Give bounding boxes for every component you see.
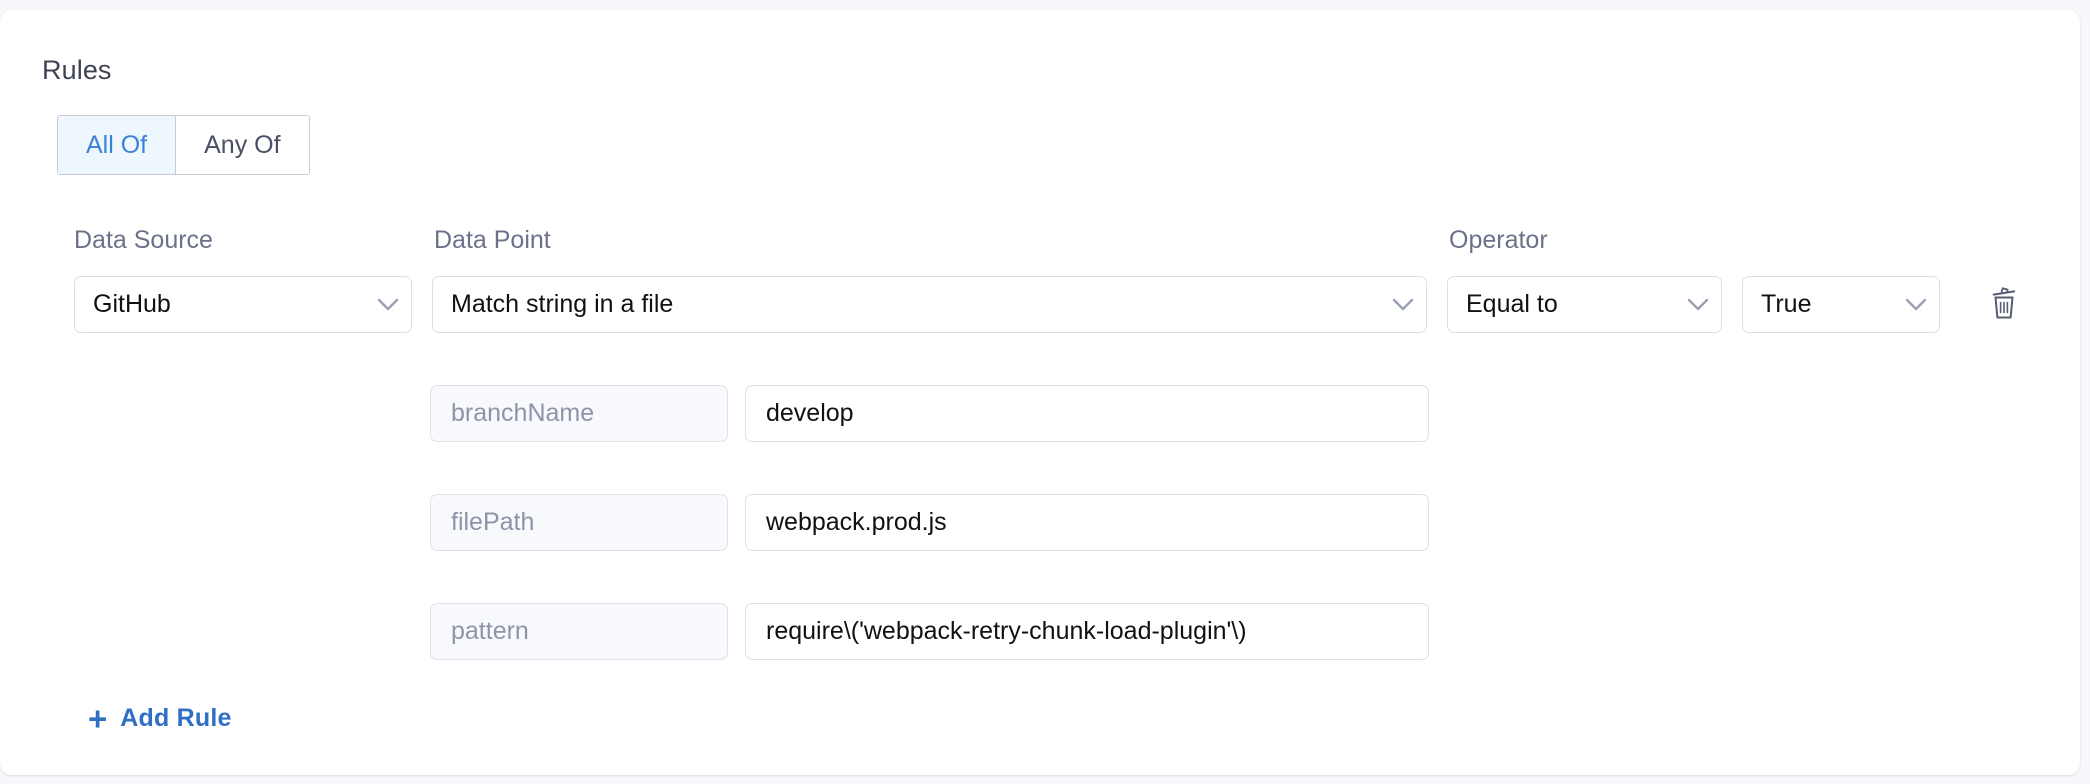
toggle-option-any-of[interactable]: Any Of: [175, 116, 309, 174]
data-point-select-value: Match string in a file: [451, 290, 674, 318]
chevron-down-icon: [365, 277, 411, 332]
param-key-field: pattern: [430, 603, 728, 660]
add-rule-label: Add Rule: [120, 704, 232, 732]
param-value-input[interactable]: webpack.prod.js: [745, 494, 1429, 551]
param-key-field: filePath: [430, 494, 728, 551]
trash-icon: [1987, 285, 2021, 326]
operator-value-select[interactable]: True: [1742, 276, 1940, 333]
chevron-down-icon: [1675, 277, 1721, 332]
param-value-input[interactable]: develop: [745, 385, 1429, 442]
toggle-option-all-of[interactable]: All Of: [58, 116, 176, 174]
chevron-down-icon: [1380, 277, 1426, 332]
plus-icon: +: [88, 700, 108, 737]
data-source-select-value: GitHub: [93, 290, 171, 318]
data-source-select[interactable]: GitHub: [74, 276, 412, 333]
column-label-data-point: Data Point: [434, 226, 551, 254]
param-key-field: branchName: [430, 385, 728, 442]
param-value-input[interactable]: require\('webpack-retry-chunk-load-plugi…: [745, 603, 1429, 660]
match-type-toggle[interactable]: All Of Any Of: [57, 115, 310, 175]
add-rule-button[interactable]: + Add Rule: [88, 702, 232, 735]
delete-rule-button[interactable]: [1981, 282, 2027, 328]
operator-value-select-value: True: [1761, 290, 1812, 318]
column-label-data-source: Data Source: [74, 226, 213, 254]
page-title: Rules: [42, 55, 112, 85]
operator-select-value: Equal to: [1466, 290, 1558, 318]
chevron-down-icon: [1893, 277, 1939, 332]
data-point-select[interactable]: Match string in a file: [432, 276, 1427, 333]
rules-card: Rules All Of Any Of Data Source Data Poi…: [0, 10, 2080, 775]
operator-select[interactable]: Equal to: [1447, 276, 1722, 333]
column-label-operator: Operator: [1449, 226, 1548, 254]
